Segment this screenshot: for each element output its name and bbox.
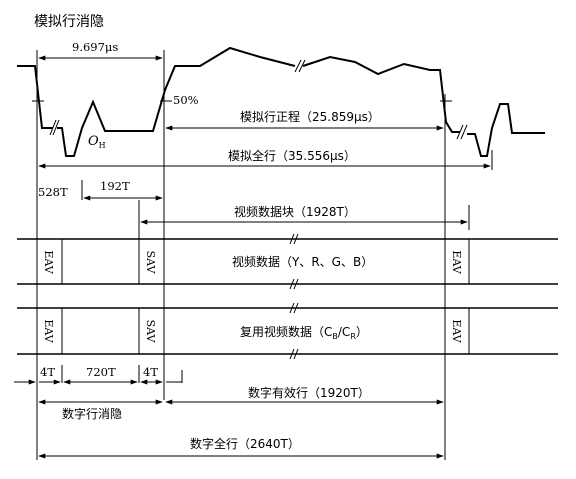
- label-528t: 528T: [38, 185, 68, 199]
- break-mark-right-1: [456, 124, 464, 140]
- label-half-level: 50%: [173, 93, 199, 107]
- label-192t: 192T: [100, 179, 130, 193]
- label-720t: 720T: [86, 365, 116, 379]
- label-full-digital-line: 数字全行（2640T）: [190, 436, 300, 451]
- label-4t-sav: 4T: [143, 365, 158, 379]
- label-video-data-row: 视频数据（Y、R、G、B）: [232, 254, 373, 269]
- label-digital-line-blanking: 数字行消隐: [62, 406, 122, 421]
- sav-box-row1: SAV: [144, 251, 157, 275]
- break-mark-left-1: [49, 119, 57, 136]
- digital-row-video-data: [17, 233, 558, 290]
- break-mark-top-2: [298, 59, 306, 73]
- label-4t-eav: 4T: [40, 365, 55, 379]
- break-mark-right-2: [460, 124, 468, 140]
- break-mark-left-2: [52, 119, 60, 136]
- label-video-data-block: 视频数据块（1928T）: [234, 204, 356, 219]
- eav-box-row2-left: EAV: [42, 319, 55, 343]
- eav-box-row2-right: EAV: [450, 319, 463, 343]
- break-mark-top-1: [294, 59, 302, 73]
- label-origin-h: OH: [88, 134, 106, 150]
- sav-box-row2: SAV: [144, 320, 157, 344]
- eav-box-row1-left: EAV: [42, 250, 55, 274]
- digital-row-multiplexed-data: [17, 302, 558, 360]
- label-analog-full-line: 模拟全行（35.556μs）: [228, 148, 356, 163]
- label-blanking-duration: 9.697μs: [72, 40, 118, 54]
- eav-box-row1-right: EAV: [450, 250, 463, 274]
- title-analog-line-blanking: 模拟行消隐: [34, 14, 104, 30]
- label-active-digital-line: 数字有效行（1920T）: [248, 385, 370, 400]
- analog-waveform: [17, 46, 545, 157]
- label-analog-active-line: 模拟行正程（25.859μs）: [240, 109, 380, 124]
- label-multiplexed-data-row: 复用视频数据（CB/CR）: [240, 324, 368, 341]
